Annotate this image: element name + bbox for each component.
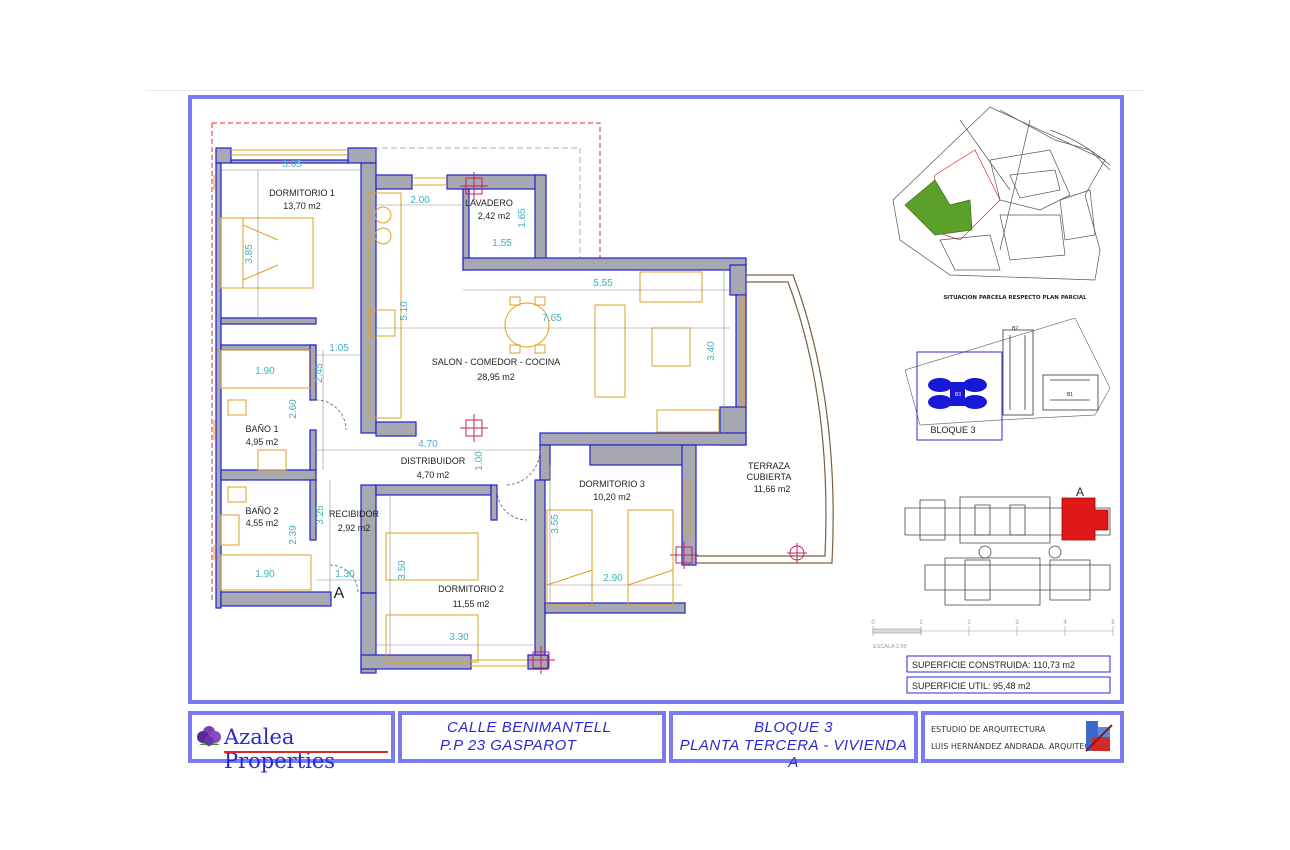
room-labels: DORMITORIO 1 13,70 m2 LAVADERO 2,42 m2 S… (245, 188, 791, 609)
windows (213, 149, 745, 667)
dimension-lines (221, 169, 730, 655)
dimension-labels: 3.05 3.85 2.00 1.65 1.55 5.55 5.10 7.65 … (244, 159, 717, 643)
dim-1-65: 1.65 (517, 208, 528, 228)
address-line-2: P.P 23 GASPAROT (440, 737, 577, 754)
room-name-terraza: TERRAZA (748, 461, 790, 471)
superficie-construida: SUPERFICIE CONSTRUIDA: 110,73 m2 (912, 660, 1075, 670)
dim-5-55: 5.55 (593, 278, 613, 289)
block-title-1: BLOQUE 3 (753, 719, 834, 736)
dim-3-50: 3.50 (397, 560, 408, 580)
room-name-cubierta: CUBIERTA (747, 472, 792, 482)
block-tag-b3: B3 (955, 392, 961, 398)
block-title-2: PLANTA TERCERA - VIVIENDA A (679, 737, 908, 771)
terrace-outline (696, 274, 834, 564)
dim-3-85: 3.85 (244, 244, 255, 264)
top-divider (146, 90, 1144, 91)
room-area-bano-2: 4,55 m2 (246, 518, 279, 528)
dim-7-65: 7.65 (542, 313, 562, 324)
company-logo-box: Azalea Properties (188, 711, 395, 773)
scale-tick: 1 (919, 620, 923, 626)
room-name-distribuidor: DISTRIBUIDOR (401, 456, 466, 466)
door-swings (315, 399, 541, 594)
room-area-dormitorio-1: 13,70 m2 (283, 201, 321, 211)
bloque-label: BLOQUE 3 (930, 425, 975, 435)
dim-1-90-b: 1.90 (255, 569, 275, 580)
dim-3-40: 3.40 (706, 341, 717, 361)
site-plan-caption: SITUACION PARCELA RESPECTO PLAN PARCIAL (943, 295, 1087, 301)
block-info-box: BLOQUE 3 PLANTA TERCERA - VIVIENDA A (669, 711, 918, 771)
room-name-lavadero: LAVADERO (465, 198, 513, 208)
azalea-flower-icon (197, 726, 221, 747)
section-marker: A (334, 585, 345, 602)
useful-area-box (906, 676, 1111, 694)
dim-2-45: 2.45 (314, 363, 325, 383)
room-name-dormitorio-3: DORMITORIO 3 (579, 479, 645, 489)
block-floor-plan (904, 496, 1111, 606)
room-area-recibidor: 2,92 m2 (338, 523, 371, 533)
scale-tick: 3 (1015, 620, 1019, 626)
dim-3-55: 3.55 (550, 514, 561, 534)
room-area-lavadero: 2,42 m2 (478, 211, 511, 221)
studio-line-1: ESTUDIO DE ARQUITECTURA (931, 725, 1046, 734)
scale-tick: 0 (871, 620, 875, 626)
dim-1-30: 1.30 (335, 569, 355, 580)
block-marker: A (1076, 485, 1084, 499)
dim-3-05: 3.05 (282, 159, 302, 170)
furniture (220, 192, 720, 663)
dim-2-39: 2.39 (288, 525, 299, 545)
room-area-distribuidor: 4,70 m2 (417, 470, 450, 480)
dim-2-60: 2.60 (288, 399, 299, 419)
logo-underline (224, 751, 388, 753)
room-area-bano-1: 4,95 m2 (246, 437, 279, 447)
dim-1-90-a: 1.90 (255, 366, 275, 377)
dim-5-10: 5.10 (399, 301, 410, 321)
constructed-area-box (906, 655, 1111, 673)
dim-1-00: 1.00 (474, 451, 485, 471)
dim-3-25: 3.25 (315, 505, 326, 525)
scale-tick: 5 (1111, 620, 1115, 626)
dim-4-70: 4.70 (418, 439, 438, 450)
dim-1-05: 1.05 (329, 343, 349, 354)
room-name-bano-1: BAÑO 1 (245, 424, 278, 434)
room-name-dormitorio-2: DORMITORIO 2 (438, 584, 504, 594)
scale-tick: 2 (967, 620, 971, 626)
room-area-dormitorio-2: 11,55 m2 (453, 599, 490, 609)
room-name-recibidor: RECIBIDOR (329, 509, 380, 519)
room-name-salon: SALON - COMEDOR - COCINA (432, 357, 561, 367)
dim-3-30: 3.30 (449, 632, 469, 643)
scale-ticks: 0 1 2 3 4 5 (871, 620, 1115, 626)
room-name-dormitorio-1: DORMITORIO 1 (269, 188, 335, 198)
dim-2-90: 2.90 (603, 573, 623, 584)
structural-columns (460, 172, 807, 674)
block-tag-b1: B1 (1067, 392, 1073, 398)
plot-boundary (211, 122, 601, 600)
room-name-bano-2: BAÑO 2 (245, 506, 278, 516)
dim-1-55: 1.55 (492, 238, 512, 249)
block-tag-b2: B2 (1012, 326, 1018, 332)
site-plan-map (892, 106, 1111, 281)
scale-label: ESCALA 1:50 (873, 644, 907, 650)
architect-logo-icon (1085, 721, 1113, 752)
architect-box: ESTUDIO DE ARQUITECTURA LUIS HERNÁNDEZ A… (921, 711, 1124, 763)
company-name: Azalea Properties (224, 725, 336, 773)
room-area-dormitorio-3: 10,20 m2 (593, 492, 631, 502)
scale-bar (872, 626, 1114, 636)
room-area-terraza: 11,66 m2 (754, 484, 791, 494)
address-box: CALLE BENIMANTELL P.P 23 GASPAROT (398, 711, 666, 763)
address-line-1: CALLE BENIMANTELL (447, 719, 612, 736)
room-area-salon: 28,95 m2 (477, 372, 515, 382)
superficie-util: SUPERFICIE UTIL: 95,48 m2 (912, 681, 1031, 691)
dim-2-00: 2.00 (410, 195, 430, 206)
block-location-map (904, 317, 1111, 441)
scale-tick: 4 (1063, 620, 1067, 626)
studio-line-2: LUIS HERNÁNDEZ ANDRADA. ARQUITECTO. (931, 742, 1104, 751)
